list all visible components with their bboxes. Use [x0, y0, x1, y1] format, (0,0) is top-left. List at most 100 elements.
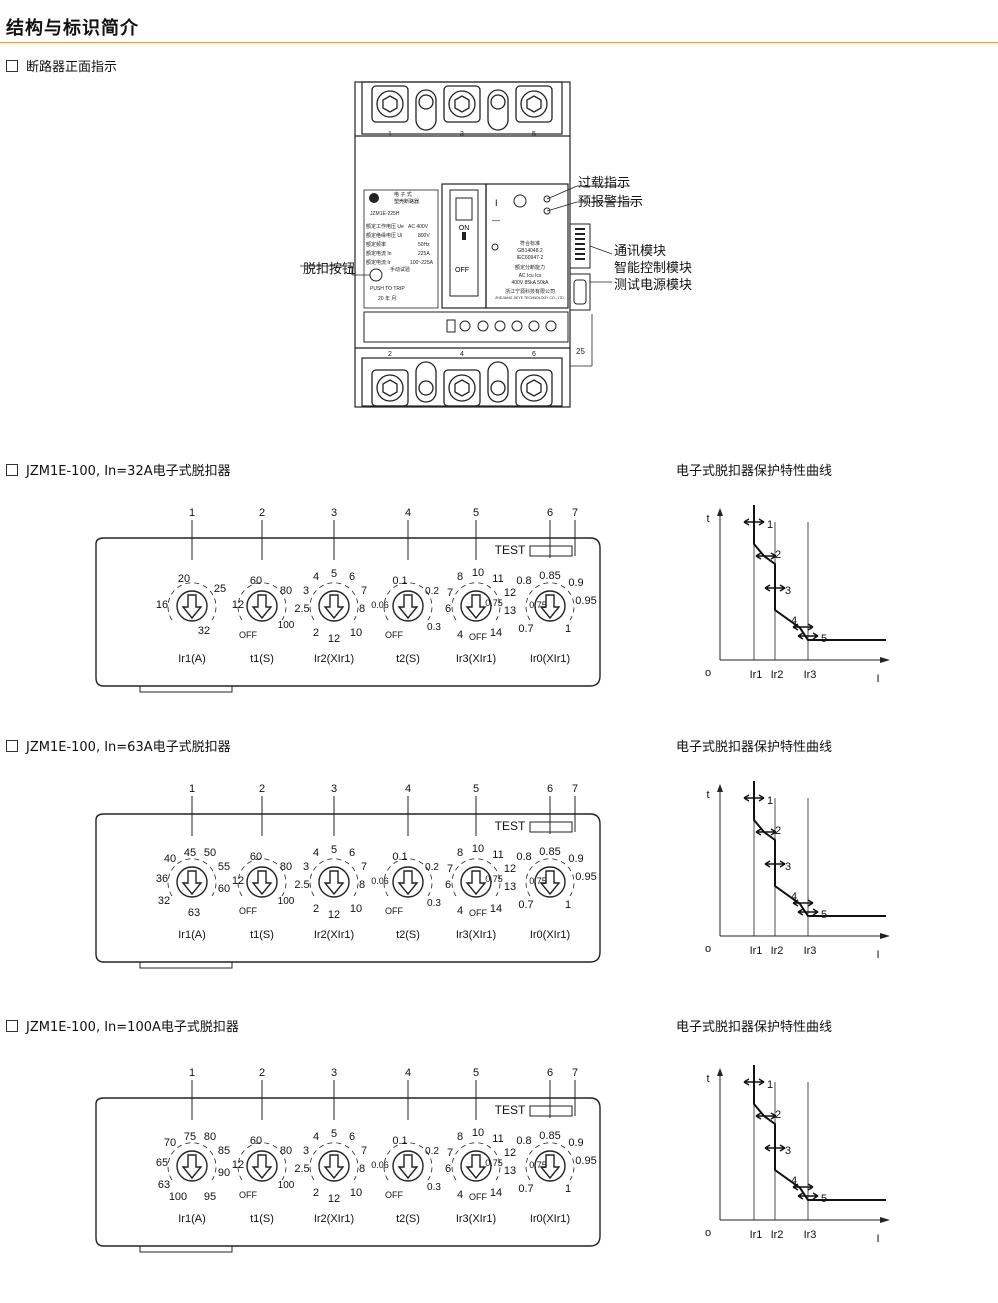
nameplate-title: 电 子 式: [394, 191, 412, 198]
ir0-scale-value: 0.75: [529, 600, 547, 610]
ir3-scale-value: 4: [457, 629, 463, 641]
arrow-down-icon: [539, 594, 561, 620]
arrow-down-icon: [465, 1154, 487, 1180]
manual-test-label: 手动试验: [390, 266, 410, 273]
curve-mark-label: 3: [785, 1145, 791, 1157]
ir0-scale-value: 0.75: [529, 876, 547, 886]
ir2-scale-value: 2.5: [294, 1163, 309, 1175]
arrow-down-icon: [251, 870, 273, 896]
t2-off-label: OFF: [385, 1190, 403, 1200]
t1-scale-value: 80: [280, 861, 292, 873]
adjust-arrow-icon: [792, 623, 814, 631]
overload-led-icon: [543, 195, 551, 203]
callout-number: 7: [572, 1067, 578, 1079]
threshold-label: Ir3: [804, 669, 817, 681]
t2-scale-value: 0.06: [371, 600, 389, 610]
adjust-arrow-icon: [797, 632, 819, 640]
ir0-scale-value: 0.9: [568, 577, 583, 589]
rating-value: 50Hz: [418, 242, 430, 248]
ir2-scale-value: 12: [328, 909, 340, 921]
ir1-scale-value: 80: [204, 1131, 216, 1143]
ir0-scale-value: 0.9: [568, 853, 583, 865]
threshold-label: Ir1: [750, 669, 763, 681]
axis-arrow-icon: [717, 1068, 723, 1076]
test-label: TEST: [495, 543, 526, 557]
ir3-scale-value: 12: [504, 587, 516, 599]
arrow-down-icon: [323, 594, 345, 620]
ir2-scale-value: 5: [331, 1128, 337, 1140]
ir2-scale-value: 7: [361, 1145, 367, 1157]
ir2-scale-value: 10: [350, 1187, 362, 1199]
breaking-capacity-label: 额定分断能力: [515, 264, 545, 271]
maker-label: 浙江宁源科技有限公司: [505, 288, 555, 295]
t1-off-label: OFF: [239, 630, 257, 640]
t2-label: t2(S): [396, 929, 420, 941]
t1-scale-value: 100: [278, 896, 295, 907]
comm-module-label: 通讯模块: [614, 244, 667, 259]
t-axis-label: t: [706, 513, 709, 525]
module-labels: 通讯模块 智能控制模块 测试电源模块: [614, 243, 692, 294]
ir0-scale-value: 0.7: [518, 623, 533, 635]
ir3-scale-value: 6: [445, 1163, 451, 1175]
trip-button-icon[interactable]: [369, 268, 383, 282]
breaking-table-row: 400V 85kA 50kA: [512, 280, 550, 286]
ir0-scale-value: 0.95: [575, 595, 596, 607]
adjust-arrow-icon: [797, 908, 819, 916]
ir3-scale-value: 10: [472, 1127, 484, 1139]
ir2-scale-value: 3: [303, 585, 309, 597]
callout-number: 7: [572, 783, 578, 795]
panel-2-caption: JZM1E-100, In=63A电子式脱扣器: [6, 736, 231, 755]
standard-line: GB14048.2: [517, 248, 543, 254]
ir1-scale-value: 32: [198, 625, 210, 637]
t1-scale-value: 80: [280, 1145, 292, 1157]
on-label: ON: [459, 225, 470, 232]
callout-number: 6: [547, 1067, 553, 1079]
axis-arrow-icon: [717, 784, 723, 792]
curve-3-title: 电子式脱扣器保护特性曲线: [676, 1020, 833, 1035]
arrow-down-icon: [251, 1154, 273, 1180]
ir3-label: Ir3(XIr1): [456, 1213, 496, 1225]
test-label: TEST: [495, 819, 526, 833]
ir2-scale-value: 5: [331, 568, 337, 580]
rating-value: 225A: [418, 251, 430, 257]
rating-label: 额定工作电压 Ue: [366, 223, 404, 230]
t2-scale-value: 0.3: [427, 898, 441, 909]
t1-scale-value: 60: [250, 1135, 262, 1147]
maker-en-label: ZHEJIANG JIEYE TECHNOLOGY CO., LTD.: [495, 296, 565, 300]
curve-1-title: 电子式脱扣器保护特性曲线: [676, 464, 833, 479]
adjust-arrow-icon: [755, 552, 777, 560]
ir3-scale-value: 7: [447, 587, 453, 599]
arrow-down-icon: [397, 870, 419, 896]
panel-3-title: JZM1E-100, In=100A电子式脱扣器: [26, 1020, 239, 1035]
callout-number: 2: [259, 783, 265, 795]
curve-mark-label: 2: [775, 825, 781, 837]
test-socket: [529, 1105, 573, 1117]
terminal-label: 6: [532, 351, 536, 358]
origin-label: o: [705, 943, 711, 955]
ir1-scale-value: 55: [218, 861, 230, 873]
ir0-scale-value: 0.8: [516, 1135, 531, 1147]
t2-scale-value: 0.1: [392, 575, 407, 587]
test-power-module-label: 测试电源模块: [614, 278, 693, 293]
trip-button-label: 脱扣按钮: [303, 262, 356, 277]
arrow-down-icon: [181, 870, 203, 896]
terminal-label: 4: [460, 351, 464, 358]
threshold-label: Ir2: [771, 669, 784, 681]
callout-number: 3: [331, 507, 337, 519]
ir0-scale-value: 0.75: [529, 1160, 547, 1170]
curve-mark-label: 5: [821, 909, 827, 921]
callout-number: 4: [405, 1067, 411, 1079]
panel-tab: [139, 962, 233, 969]
adjust-arrow-icon: [743, 794, 765, 802]
t1-label: t1(S): [250, 1213, 274, 1225]
t2-label: t2(S): [396, 653, 420, 665]
ir1-scale-value: 63: [188, 907, 200, 919]
test-label: TEST: [495, 1103, 526, 1117]
ir0-scale-value: 0.95: [575, 1155, 596, 1167]
smart-control-module-label: 智能控制模块: [614, 261, 693, 276]
ir2-scale-value: 8: [359, 1163, 365, 1175]
ir3-scale-value: 14: [490, 903, 502, 915]
ir0-label: Ir0(XIr1): [530, 1213, 570, 1225]
